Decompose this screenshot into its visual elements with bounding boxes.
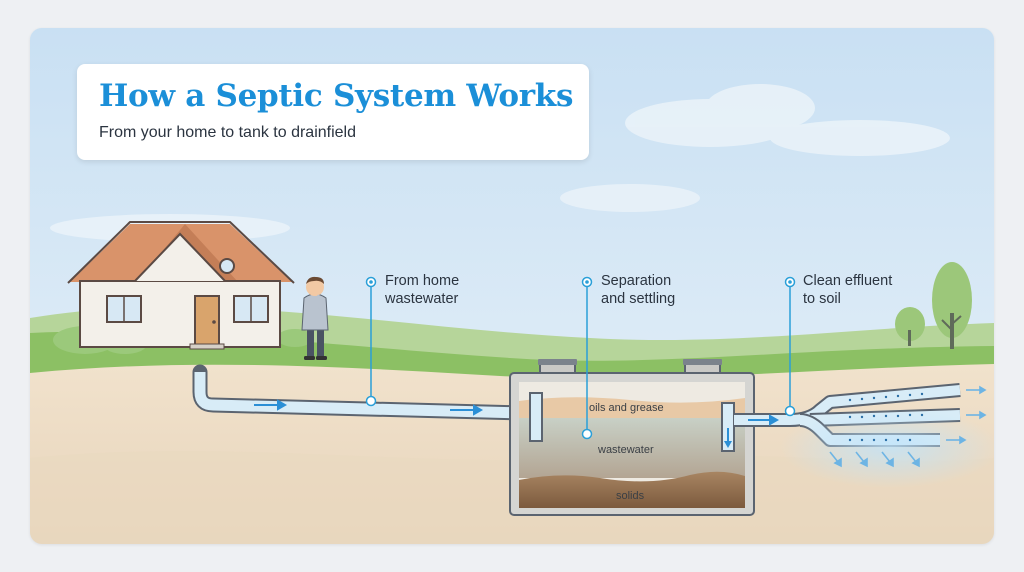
tank-label-solids: solids — [616, 490, 645, 502]
clouds — [50, 84, 950, 242]
callout-marker-2-bottom — [581, 428, 593, 440]
septic-tank — [509, 359, 755, 516]
page-subtitle: From your home to tank to drainfield — [99, 124, 357, 141]
callout-3-line1: Clean effluent — [803, 273, 893, 289]
callout-1-line1: From home — [385, 273, 460, 289]
title-box: How a Septic System Works From your home… — [77, 64, 589, 160]
callout-clean-effluent: Clean effluent to soil — [803, 272, 892, 308]
person — [301, 276, 329, 360]
callout-2-line2: and settling — [601, 291, 676, 307]
house — [67, 221, 295, 350]
callout-2-line1: Separation — [601, 273, 672, 289]
flow-arrows-inlet — [254, 399, 484, 416]
round-window — [219, 258, 235, 274]
callout-3-line2: to soil — [803, 291, 841, 307]
callout-marker-3-bottom — [784, 405, 796, 417]
callout-marker-1-bottom — [365, 395, 377, 407]
tree-large — [932, 262, 972, 349]
callout-1-line2: wastewater — [385, 291, 459, 307]
page-title: How a Septic System Works — [99, 78, 574, 114]
callout-from-home: From home wastewater — [385, 272, 459, 308]
sludge-layer — [519, 471, 745, 508]
infographic-card: oils and grease wastewater solids How a … — [30, 28, 994, 544]
tank-label-oils: oils and grease — [589, 402, 664, 414]
callout-leaders — [365, 276, 796, 440]
tree-small — [895, 307, 925, 346]
flow-arrows-outlet — [748, 414, 780, 426]
drainfield-glow — [780, 408, 994, 488]
tank-label-wastewater: wastewater — [597, 444, 654, 456]
callout-separation: Separation and settling — [601, 272, 675, 308]
perforations — [848, 392, 924, 442]
effluent-arrows — [829, 385, 987, 468]
